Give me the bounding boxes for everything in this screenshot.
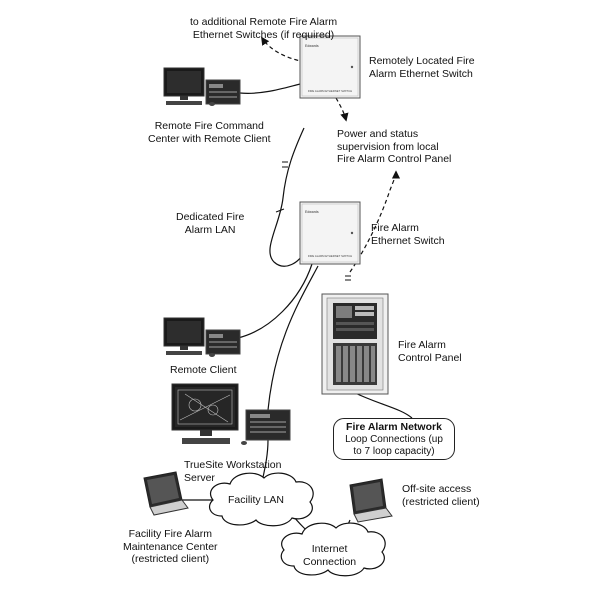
- maintenance-laptop: [143, 471, 189, 516]
- cable-break-marks: [275, 161, 351, 281]
- fire-alarm-network-title: Fire Alarm Network: [346, 421, 442, 433]
- remote-command-pc: [163, 67, 241, 106]
- label-control-panel: Fire Alarm Control Panel: [398, 339, 462, 364]
- fire-alarm-network-callout: Fire Alarm Network Loop Connections (up …: [333, 418, 455, 460]
- remote-switch-label: FIRE ALARM ETHERNET SWITCH: [308, 89, 352, 93]
- label-remote-command-center: Remote Fire Command Center with Remote C…: [148, 120, 271, 145]
- local-switch-brand: Edwards: [305, 210, 319, 214]
- cable-lan-main: [269, 127, 305, 267]
- cable-command-to-remote-switch: [239, 83, 301, 94]
- fire-alarm-control-panel: [321, 293, 389, 395]
- label-remote-switch: Remotely Located Fire Alarm Ethernet Swi…: [369, 55, 475, 80]
- cable-switch-to-server: [267, 265, 319, 411]
- facility-lan-cloud: [209, 472, 314, 527]
- remote-client-pc: [163, 317, 241, 357]
- label-fa-ethernet-switch: Fire Alarm Ethernet Switch: [371, 222, 445, 247]
- label-facility-lan: Facility LAN: [228, 494, 285, 506]
- arrow-to-additional-switches: [261, 36, 306, 63]
- label-supervision: Power and status supervision from local …: [337, 128, 452, 165]
- truesite-workstation: [171, 383, 291, 445]
- label-remote-client: Remote Client: [170, 364, 237, 376]
- internet-cloud: [280, 522, 386, 577]
- cable-panel-to-network: [352, 391, 413, 419]
- label-dedicated-lan: Dedicated Fire Alarm LAN: [176, 211, 245, 236]
- offsite-laptop: [349, 478, 393, 523]
- cable-switch-to-remote-client: [237, 263, 313, 339]
- local-ethernet-switch: Edwards FIRE ALARM ETHERNET SWITCH: [299, 201, 361, 265]
- dashed-arrows: [261, 36, 401, 273]
- label-maintenance-center: Facility Fire Alarm Maintenance Center (…: [123, 528, 218, 565]
- label-additional-switches: to additional Remote Fire Alarm Ethernet…: [190, 16, 338, 41]
- label-offsite-access: Off-site access (restricted client): [402, 483, 480, 508]
- arrow-supervision-from-panel: [349, 170, 401, 273]
- arrow-to-supervision: [335, 97, 349, 122]
- remote-switch-brand: Edwards: [305, 44, 319, 48]
- label-internet-connection: Internet Connection: [303, 543, 357, 568]
- local-switch-label: FIRE ALARM ETHERNET SWITCH: [308, 254, 352, 258]
- label-truesite-server: TrueSite Workstation Server: [184, 459, 282, 484]
- remote-ethernet-switch: Edwards FIRE ALARM ETHERNET SWITCH: [299, 35, 361, 99]
- network-cables: [182, 83, 413, 545]
